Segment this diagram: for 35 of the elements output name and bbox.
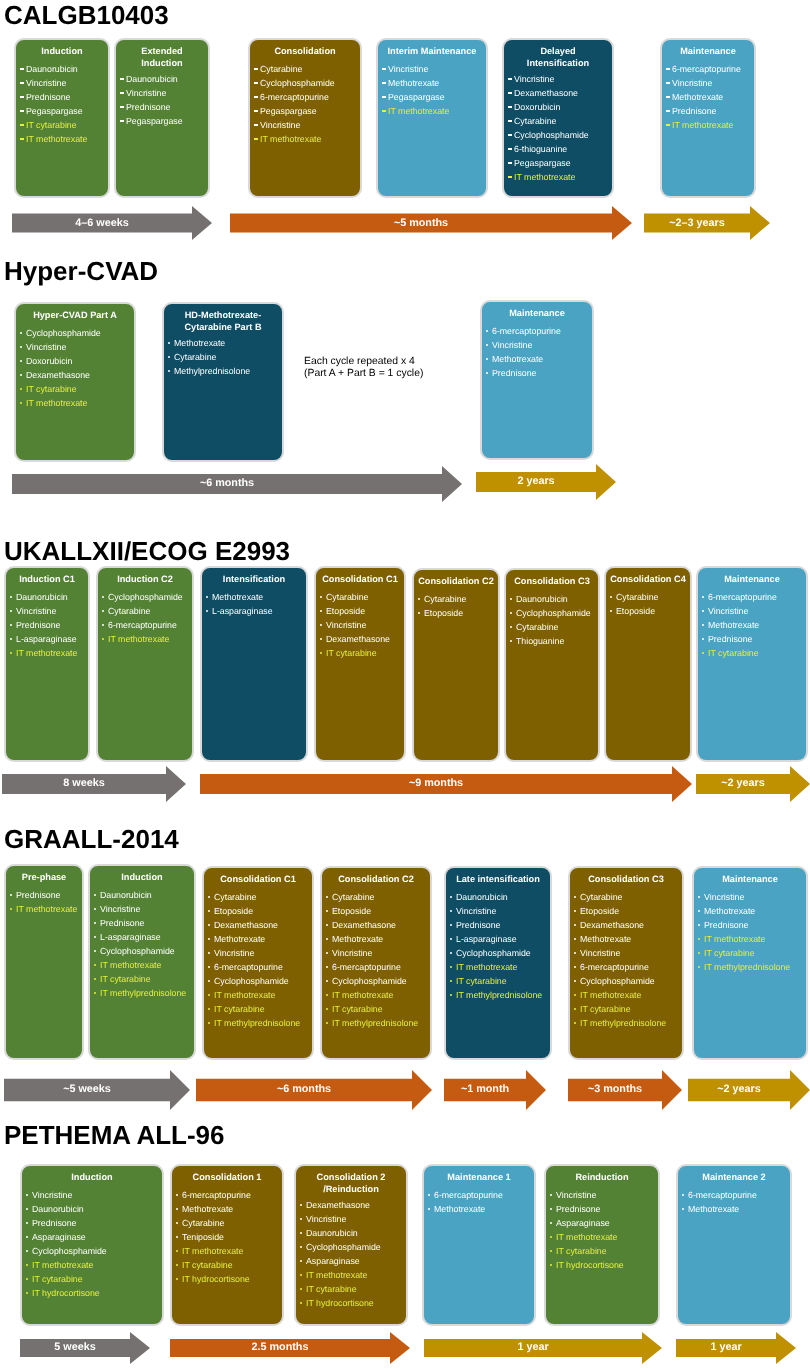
phase-card xyxy=(320,866,432,1060)
phase-card xyxy=(422,1164,536,1326)
phase-card xyxy=(480,300,594,460)
phase-card xyxy=(676,1164,792,1326)
phase-card xyxy=(444,866,552,1060)
phase-card xyxy=(692,866,808,1060)
phase-card xyxy=(14,38,110,198)
phase-card xyxy=(4,864,84,1060)
section-title: Hyper-CVAD xyxy=(4,256,159,286)
phase-card xyxy=(660,38,756,198)
phase-card xyxy=(412,568,500,762)
phase-card xyxy=(696,566,808,762)
phase-card xyxy=(200,566,308,762)
phase-card xyxy=(170,1164,284,1326)
section-title: GRAALL-2014 xyxy=(4,824,179,854)
phase-card xyxy=(314,566,406,762)
phase-card xyxy=(376,38,488,198)
phase-card xyxy=(14,302,136,462)
phase-card xyxy=(88,864,196,1060)
section-title: PETHEMA ALL-96 xyxy=(4,1120,225,1150)
phase-card xyxy=(568,866,684,1060)
phase-card xyxy=(604,566,692,762)
phase-card xyxy=(544,1164,660,1326)
phase-card xyxy=(248,38,362,198)
section-title: CALGB10403 xyxy=(4,0,169,30)
phase-card xyxy=(114,38,210,198)
phase-card xyxy=(202,866,314,1060)
phase-card xyxy=(96,566,194,762)
phase-card xyxy=(20,1164,164,1326)
phase-card xyxy=(502,38,614,198)
phase-card xyxy=(294,1164,408,1326)
phase-card xyxy=(162,302,284,462)
phase-card xyxy=(4,566,90,762)
section-title: UKALLXII/ECOG E2993 xyxy=(4,536,291,566)
phase-card xyxy=(504,568,600,762)
